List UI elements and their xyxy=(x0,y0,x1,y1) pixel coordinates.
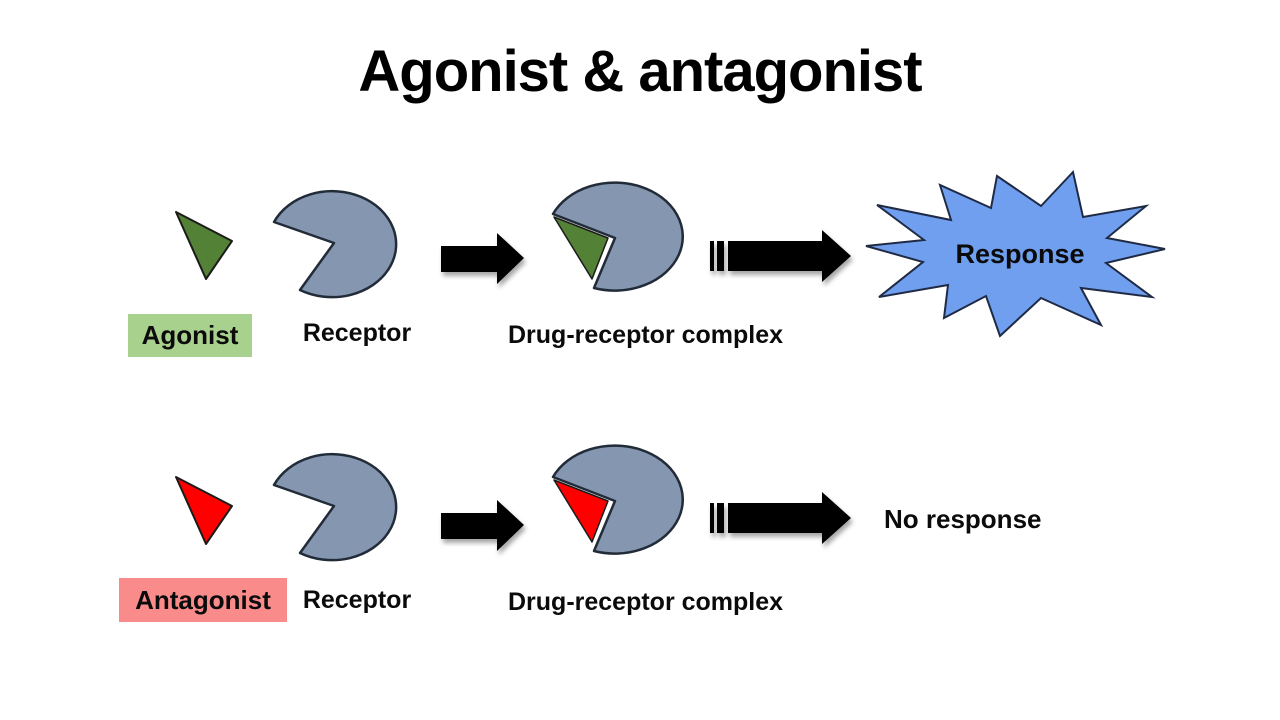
striped-arrow-right-icon-top xyxy=(710,230,851,282)
drug-receptor-complex-top xyxy=(551,181,685,292)
no-response-label: No response xyxy=(884,504,1042,534)
striped-arrow-stripe xyxy=(717,503,724,533)
complex-caption-bottom: Drug-receptor complex xyxy=(508,588,784,616)
receptor-caption-bottom: Receptor xyxy=(302,586,412,614)
striped-arrow-stripe xyxy=(710,503,714,533)
drug-receptor-complex-bottom xyxy=(551,444,685,555)
arrow-right-icon xyxy=(441,500,524,551)
response-burst-shape xyxy=(865,169,1166,338)
complex-caption-top: Drug-receptor complex xyxy=(508,321,784,349)
agonist-label-box xyxy=(128,314,252,357)
complex-drug-shape-bottom xyxy=(553,479,609,543)
complex-drug-shape-top xyxy=(553,216,609,280)
striped-arrow-stripe xyxy=(717,241,724,271)
striped-arrow-body xyxy=(728,230,851,282)
complex-receptor-shape-bottom xyxy=(551,444,685,555)
striped-arrow-body xyxy=(728,492,851,544)
complex-receptor-shape-top xyxy=(551,181,685,292)
arrow-right-icon xyxy=(441,233,524,284)
antagonist-label-box xyxy=(119,578,287,622)
slide-title: Agonist & antagonist xyxy=(358,39,922,104)
striped-arrow-right-icon-bottom xyxy=(710,492,851,544)
receptor-caption-top: Receptor xyxy=(302,319,412,347)
striped-arrow-stripe xyxy=(710,241,714,271)
agonist-label: Agonist xyxy=(141,320,239,350)
receptor-shape-bottom xyxy=(272,452,398,562)
antagonist-drug-shape xyxy=(175,476,233,545)
agonist-drug-shape xyxy=(175,211,233,280)
receptor-shape-top xyxy=(272,189,398,299)
antagonist-label: Antagonist xyxy=(135,585,271,615)
response-label: Response xyxy=(955,239,1085,269)
